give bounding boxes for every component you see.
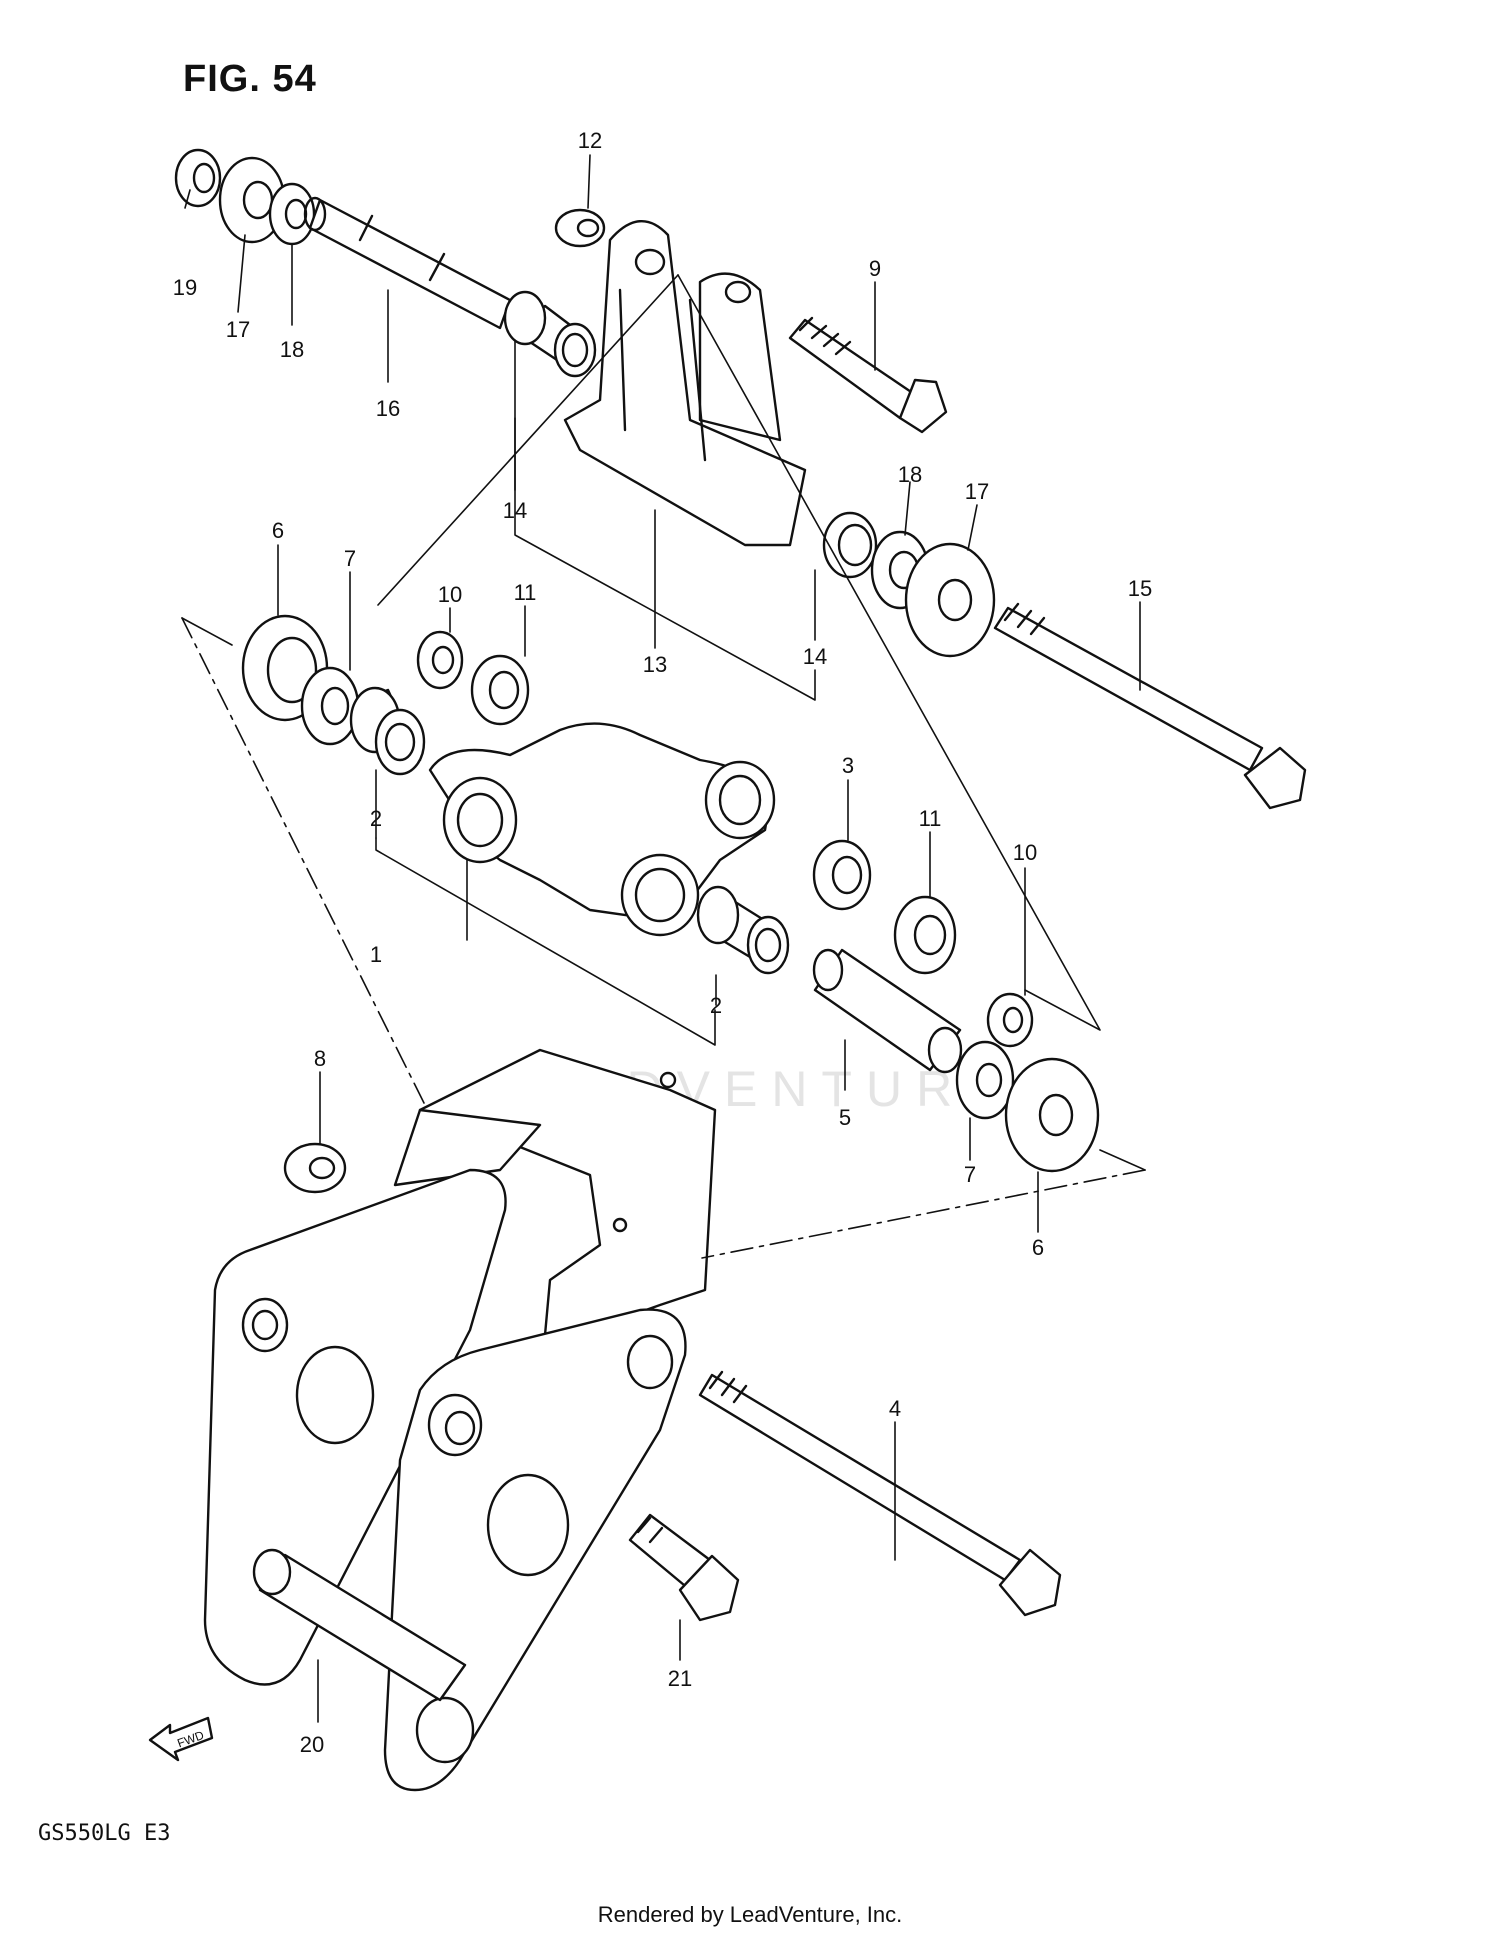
callout-8: 8 [314, 1046, 326, 1071]
part-3-collar [812, 839, 872, 911]
callout-17-right: 17 [965, 479, 989, 504]
fwd-arrow-icon [148, 1716, 214, 1762]
part-13-bracket [563, 219, 807, 547]
callout-10-upper: 10 [438, 582, 462, 607]
part-8-nut [283, 1142, 347, 1194]
callout-9: 9 [869, 256, 881, 281]
part-19-nut [174, 148, 222, 208]
render-credit: Rendered by LeadVenture, Inc. [597, 1902, 903, 1927]
callout-7-right: 7 [964, 1162, 976, 1187]
part-11-seal-lower [893, 895, 957, 975]
callout-17-top: 17 [226, 317, 250, 342]
part-21-bolt [628, 1513, 740, 1622]
part-7-washer-left [300, 666, 360, 746]
part-2-bearing-left [349, 686, 426, 776]
part-15-long-bolt [993, 602, 1307, 810]
callout-7-left: 7 [344, 546, 356, 571]
callout-3: 3 [842, 753, 854, 778]
part-11-seal-upper [470, 654, 530, 726]
part-18-washer-top [268, 182, 316, 246]
callout-20: 20 [300, 1732, 324, 1757]
callout-10-lower: 10 [1013, 840, 1037, 865]
part-10-collar-lower [986, 992, 1034, 1048]
model-code: GS550LG E3 [38, 1821, 171, 1846]
part-5-spacer [812, 948, 963, 1074]
frame-bracket [393, 1048, 717, 1337]
callout-4: 4 [889, 1396, 901, 1421]
part-14-bearing-right [822, 511, 878, 579]
callout-18-top: 18 [280, 337, 304, 362]
callout-11-upper: 11 [514, 580, 537, 605]
callout-2-right: 2 [710, 993, 722, 1018]
part-9-bolt [788, 316, 948, 434]
callout-13: 13 [643, 652, 667, 677]
part-20-link-spacer [252, 1548, 467, 1702]
callout-6-left: 6 [272, 518, 284, 543]
callout-11-lower: 11 [919, 806, 942, 831]
callout-16: 16 [376, 396, 400, 421]
callout-6-right: 6 [1032, 1235, 1044, 1260]
part-12-nut [554, 208, 606, 248]
callout-5: 5 [839, 1105, 851, 1130]
callout-14-left: 14 [503, 498, 527, 523]
part-17-washer-right [904, 542, 996, 658]
part-2-bearing-right [696, 885, 790, 975]
callout-1: 1 [370, 942, 382, 967]
callout-19: 19 [173, 275, 197, 300]
part-6-seal-right [1004, 1057, 1100, 1173]
part-14-bearing-top [503, 290, 597, 378]
callout-15: 15 [1128, 576, 1152, 601]
part-1-cushion-lever [428, 722, 776, 937]
callout-12: 12 [578, 128, 602, 153]
part-7-washer-right [955, 1040, 1015, 1120]
part-10-collar-upper [416, 630, 464, 690]
callout-2-left: 2 [370, 806, 382, 831]
figure-title: FIG. 54 [183, 58, 317, 100]
callout-21: 21 [668, 1666, 692, 1691]
part-4-bolt [698, 1370, 1062, 1617]
part-16-shaft [303, 196, 512, 330]
callout-14-right: 14 [803, 644, 827, 669]
callout-18-right: 18 [898, 462, 922, 487]
